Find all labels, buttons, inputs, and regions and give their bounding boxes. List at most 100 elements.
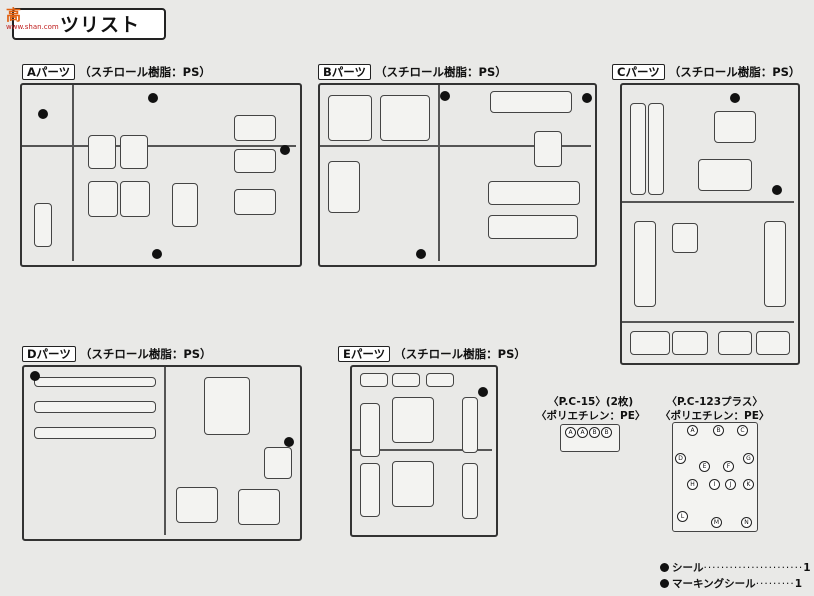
part-d-4 [204,377,250,435]
part-c-10 [718,331,752,355]
part-e-9 [462,463,478,519]
runner-c-bar [622,201,794,203]
section-c-desc: （スチロール樹脂：PS） [668,65,801,79]
part-e-6 [360,403,380,457]
section-d-label: Dパーツ（スチロール樹脂：PS） [22,346,212,362]
part-c-1 [630,103,646,195]
pc123-part: H [687,479,698,490]
part-e-1 [360,373,388,387]
logo-text: 高 [6,6,22,24]
pc123-part: K [743,479,754,490]
pc123-part: J [725,479,736,490]
section-b-label: Bパーツ（スチロール樹脂：PS） [318,64,507,80]
runner-b-bar [438,85,440,261]
section-b-code: Bパーツ [318,64,372,80]
part-a-6 [234,149,276,173]
runner-b [318,83,597,267]
part-number [478,387,488,397]
runner-d [22,365,302,541]
pc123-runner: A B C D E F G H I J K L M N [672,422,758,532]
part-a-1 [88,135,116,169]
pc123-part: L [677,511,688,522]
pc15-part: B [589,427,600,438]
runner-c-bar [622,321,794,323]
page-title: ツリスト [60,14,141,36]
section-a-desc: （スチロール樹脂：PS） [79,65,211,79]
part-b-6 [488,215,578,239]
runner-a-bar [72,85,74,261]
part-d-5 [264,447,292,479]
part-c-2 [648,103,664,195]
pc15-runner: A A B B [560,424,620,452]
bullet-icon [660,579,669,588]
runner-a [20,83,302,267]
pc123-part: D [675,453,686,464]
section-c-code: Cパーツ [612,64,665,80]
pc15-title: 〈P.C-15〉(2枚) [548,396,634,408]
extras-label: シール [672,562,704,574]
part-number [772,185,782,195]
extras-count: 1 [794,578,803,590]
pc123-part: E [699,461,710,472]
part-e-7 [360,463,380,517]
section-d-desc: （スチロール樹脂：PS） [79,347,212,361]
header-box [12,8,166,40]
section-a-label: Aパーツ（スチロール樹脂：PS） [22,64,211,80]
runner-e [350,365,498,537]
part-a-9 [172,183,198,227]
part-b-5 [488,181,580,205]
part-a-8 [34,203,52,247]
pc123-part: A [687,425,698,436]
pc15-part: A [577,427,588,438]
part-a-3 [88,181,118,217]
part-a-5 [234,115,276,141]
part-number [284,437,294,447]
runner-b-bar [320,145,591,147]
part-d-1 [34,377,156,387]
part-b-7 [534,131,562,167]
part-d-6 [176,487,218,523]
part-number [582,93,592,103]
part-c-5 [634,221,656,307]
part-number [152,249,162,259]
section-e-code: Eパーツ [338,346,391,362]
pc15-part: A [565,427,576,438]
extras-label: マーキングシール [672,578,756,590]
pc123-part: F [723,461,734,472]
part-e-4 [392,397,434,443]
pc15-part: B [601,427,612,438]
part-b-4 [490,91,572,113]
part-number [38,109,48,119]
part-number [148,93,158,103]
pc15-label: 〈P.C-15〉(2枚) 〈ポリエチレン：PE〉 [536,395,645,423]
pc123-material: 〈ポリエチレン：PE〉 [660,410,770,422]
part-c-4 [698,159,752,191]
part-number [30,371,40,381]
logo-subtext: www.shan.com [6,23,59,31]
part-number [416,249,426,259]
extras-dots: ······················· [703,562,804,574]
part-e-2 [392,373,420,387]
part-c-11 [756,331,790,355]
part-b-2 [380,95,430,141]
section-d-code: Dパーツ [22,346,76,362]
pc15-material: 〈ポリエチレン：PE〉 [536,410,646,422]
runner-d-bar [164,367,166,535]
part-number [730,93,740,103]
extras-marking-sticker: マーキングシール·········1 [660,576,802,591]
extras-count: 1 [803,562,811,574]
part-c-9 [672,331,708,355]
extras-dots: ········· [755,578,795,590]
section-a-code: Aパーツ [22,64,76,80]
part-d-2 [34,401,156,413]
runner-a-bar [22,145,296,147]
part-b-3 [328,161,360,213]
pc123-part: B [713,425,724,436]
part-c-8 [630,331,670,355]
part-a-2 [120,135,148,169]
bullet-icon [660,563,669,572]
runner-e-bar [352,449,492,451]
section-e-label: Eパーツ（スチロール樹脂：PS） [338,346,526,362]
part-e-3 [426,373,454,387]
part-b-1 [328,95,372,141]
